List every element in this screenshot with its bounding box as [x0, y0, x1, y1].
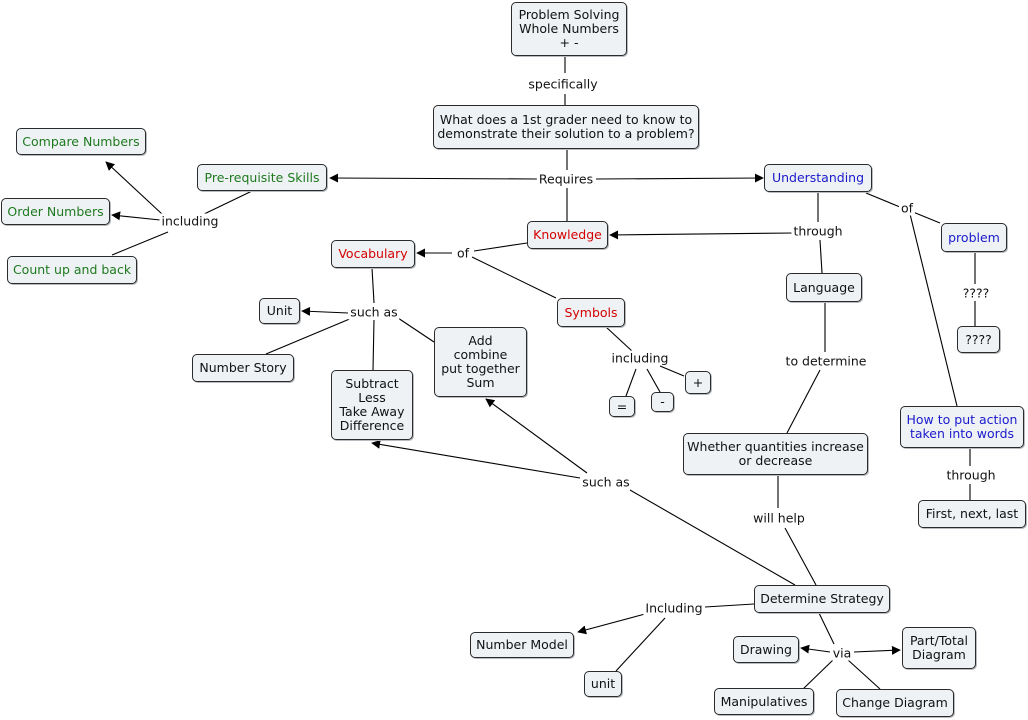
node-order-numbers[interactable]: Order Numbers	[1, 198, 110, 225]
line-suchas-subtract	[372, 319, 375, 371]
line-suchas-add	[397, 317, 435, 343]
line-through-language	[819, 239, 823, 274]
link-will-help: will help	[751, 510, 807, 526]
node-vocabulary[interactable]: Vocabulary	[331, 240, 415, 268]
line-symbols-including	[605, 326, 633, 352]
link-of-knowledge: of	[454, 245, 472, 261]
line-requires-understanding	[595, 173, 764, 183]
node-minus[interactable]: -	[651, 392, 674, 412]
node-change-diagram[interactable]: Change Diagram	[836, 689, 954, 717]
link-including-prereq: including	[159, 213, 221, 229]
line-knowledge-of	[473, 242, 528, 252]
line-via-drawing	[800, 644, 831, 654]
node-compare-numbers[interactable]: Compare Numbers	[16, 128, 146, 155]
node-language[interactable]: Language	[786, 273, 862, 302]
link-of-understanding: of	[898, 200, 916, 216]
line-suchas-subtract-arrow	[371, 439, 581, 479]
line-via-change	[847, 659, 881, 690]
line-of-symbols	[471, 256, 557, 299]
link-including-strategy: Including	[643, 600, 705, 616]
node-part-total-diagram[interactable]: Part/Total Diagram	[902, 627, 976, 669]
line-including-unit	[615, 617, 666, 672]
line-of-problem	[912, 211, 941, 224]
node-first-next-last[interactable]: First, next, last	[918, 500, 1026, 528]
line-via-manipulatives	[801, 659, 834, 691]
node-question-marks[interactable]: ????	[957, 326, 1000, 353]
line-including-plus	[659, 365, 685, 377]
link-to-determine: to determine	[783, 353, 869, 369]
node-subtract[interactable]: Subtract Less Take Away Difference	[331, 370, 413, 440]
node-number-story[interactable]: Number Story	[192, 354, 294, 382]
line-through-knowledge	[609, 230, 795, 240]
node-question[interactable]: What does a 1st grader need to know to d…	[433, 105, 699, 149]
node-unit-strategy[interactable]: unit	[584, 671, 622, 697]
link-through-knowledge: through	[791, 223, 845, 239]
node-understanding[interactable]: Understanding	[764, 164, 872, 192]
link-specifically: specifically	[526, 76, 600, 92]
line-including-count	[111, 231, 169, 256]
node-add[interactable]: Add combine put together Sum	[434, 327, 527, 397]
node-equals[interactable]: =	[609, 396, 635, 417]
node-prereq[interactable]: Pre-requisite Skills	[197, 164, 327, 191]
link-including-symbols: including	[609, 350, 671, 366]
line-including-compare	[105, 161, 163, 215]
line-vocab-suchas	[371, 267, 375, 304]
node-symbols[interactable]: Symbols	[557, 298, 625, 327]
node-number-model[interactable]: Number Model	[470, 632, 574, 658]
link-such-as-vocab: such as	[348, 304, 400, 320]
node-plus[interactable]: +	[685, 371, 711, 394]
node-knowledge[interactable]: Knowledge	[527, 221, 608, 249]
node-count-up-back[interactable]: Count up and back	[7, 256, 137, 284]
line-suchas-add-arrow	[485, 398, 588, 474]
line-strategy-suchas	[629, 489, 796, 586]
line-via-parttotal	[853, 645, 901, 655]
line-suchas-unit	[301, 306, 349, 316]
line-including-minus	[646, 368, 661, 393]
link-question-marks: ????	[960, 285, 992, 301]
link-such-as-strategy: such as	[580, 474, 632, 490]
line-of-how	[909, 213, 958, 407]
line-suchas-numberstory	[265, 317, 353, 355]
line-understanding-of	[865, 192, 901, 208]
node-manipulatives[interactable]: Manipulatives	[714, 688, 814, 715]
node-problem[interactable]: problem	[941, 223, 1007, 252]
line-strategy-including	[704, 603, 755, 608]
node-drawing[interactable]: Drawing	[733, 636, 799, 663]
line-including-numbermodel	[577, 613, 646, 635]
line-requires-prereq	[329, 173, 538, 183]
node-whether[interactable]: Whether quantities increase or decrease	[683, 433, 868, 475]
line-including-order	[111, 211, 161, 221]
line-strategy-via	[818, 612, 835, 645]
link-through-how: through	[944, 467, 998, 483]
link-requires: Requires	[536, 171, 596, 187]
link-via: via	[830, 645, 854, 661]
line-todetermine-whether	[786, 369, 821, 434]
node-root[interactable]: Problem Solving Whole Numbers + -	[511, 2, 627, 56]
node-unit-vocab[interactable]: Unit	[259, 298, 300, 324]
line-prereq-including	[199, 190, 253, 217]
line-willhelp-strategy	[784, 527, 817, 586]
node-how-to-put-action[interactable]: How to put action taken into words	[900, 406, 1024, 448]
line-including-equals	[625, 368, 637, 397]
node-determine-strategy[interactable]: Determine Strategy	[754, 585, 890, 613]
